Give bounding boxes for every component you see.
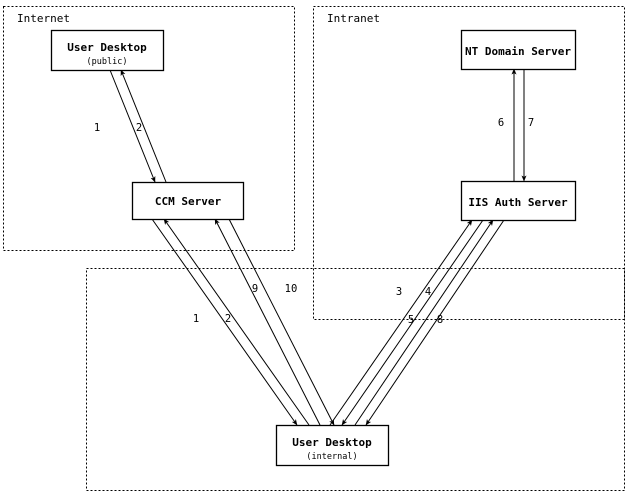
node-nt-domain-server-box[interactable] (460, 29, 577, 71)
node-iis-auth-server-title: IIS Auth Server (468, 196, 568, 209)
edge-label-3: 3 (396, 286, 402, 298)
node-user-desktop-internal-title: User Desktop (292, 436, 372, 449)
node-user-desktop-internal[interactable]: User Desktop (internal) (275, 424, 390, 467)
edge-label-8: 8 (437, 314, 443, 326)
edge-label-7: 7 (528, 117, 534, 129)
zone-internal-box (86, 268, 625, 491)
node-ccm-server[interactable]: CCM Server (131, 181, 245, 221)
flow-line-4-iis-to-internal (341, 219, 484, 426)
node-ccm-server-box[interactable] (131, 181, 245, 221)
edge-label-6: 6 (498, 117, 504, 129)
node-user-desktop-public-title: User Desktop (67, 41, 147, 54)
edge-label-1-bot: 1 (193, 313, 199, 325)
edge-label-10: 10 (285, 283, 298, 295)
node-nt-domain-server-title: NT Domain Server (465, 45, 571, 58)
flow-line-8-iis-to-internal (365, 219, 505, 426)
edge-label-1-top: 1 (94, 122, 100, 134)
node-iis-auth-server-box[interactable] (460, 180, 577, 222)
edge-label-9: 9 (252, 283, 258, 295)
node-user-desktop-internal-box[interactable] (275, 424, 390, 467)
flow-line-2b-internal-to-ccm (163, 218, 310, 426)
flow-line-10-ccm-to-internal (228, 218, 335, 426)
zone-intranet-label: Intranet (327, 12, 380, 25)
node-user-desktop-public-box[interactable] (50, 29, 165, 72)
node-user-desktop-public[interactable]: User Desktop (public) (50, 29, 165, 72)
edge-label-2-top: 2 (136, 122, 142, 134)
flow-line-9-internal-to-ccm (214, 218, 321, 426)
node-user-desktop-internal-subtitle: (internal) (306, 452, 357, 462)
flow-line-1b-ccm-to-internal (151, 218, 298, 426)
node-user-desktop-public-subtitle: (public) (87, 57, 128, 67)
flow-line-3-internal-to-iis (329, 219, 473, 426)
zone-group: Internet Intranet (3, 6, 625, 491)
flow-lines-group (109, 68, 527, 426)
flow-line-1-public-to-ccm (109, 69, 156, 183)
node-nt-domain-server[interactable]: NT Domain Server (460, 29, 577, 71)
node-group: User Desktop (public) CCM Server NT Doma… (50, 29, 577, 467)
flow-line-5-internal-to-iis (354, 219, 494, 426)
node-iis-auth-server[interactable]: IIS Auth Server (460, 180, 577, 222)
edge-label-2-bot: 2 (225, 313, 231, 325)
edge-label-5: 5 (408, 314, 414, 326)
zone-internet-label: Internet (17, 12, 70, 25)
flow-line-2-ccm-to-public (120, 69, 167, 183)
node-ccm-server-title: CCM Server (155, 195, 222, 208)
zone-internet-box (3, 6, 295, 251)
edge-label-4: 4 (425, 286, 431, 298)
edge-labels-group: 1 2 6 7 9 10 3 4 1 2 5 8 (94, 117, 534, 326)
